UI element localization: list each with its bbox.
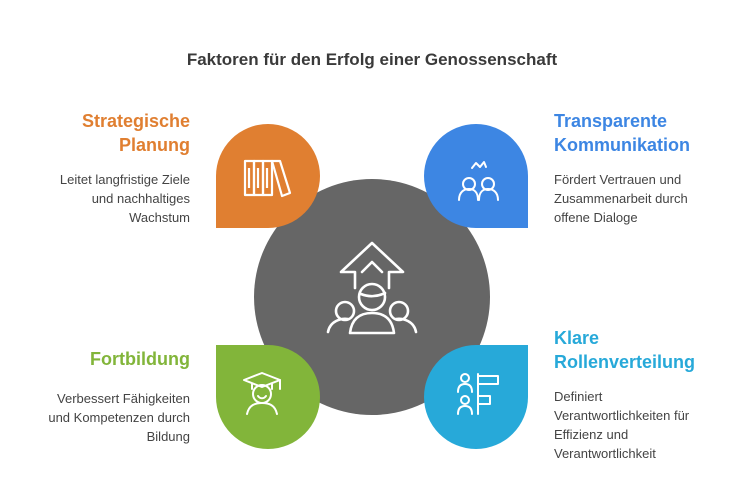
description-line: und Kompetenzen durch bbox=[48, 410, 190, 425]
heading-line: Transparente bbox=[554, 111, 668, 131]
people-communication-icon bbox=[458, 161, 499, 201]
role-assignment-icon bbox=[457, 373, 499, 415]
description-line: Verantwortlichkeit bbox=[554, 446, 656, 461]
description-line: Verbessert Fähigkeiten bbox=[57, 391, 190, 406]
group-growth-icon bbox=[326, 241, 418, 335]
description-line: Zusammenarbeit durch bbox=[554, 191, 688, 206]
diagram-title: Faktoren für den Erfolg einer Genossensc… bbox=[186, 50, 558, 69]
heading-line: Kommunikation bbox=[554, 135, 691, 155]
description-line: Leitet langfristige Ziele bbox=[59, 172, 190, 187]
factor-education: Fortbildung Verbessert Fähigkeiten und K… bbox=[0, 347, 190, 446]
roles-petal bbox=[424, 345, 528, 449]
heading-line: Rollenverteilung bbox=[554, 352, 696, 372]
heading-line: Fortbildung bbox=[90, 349, 190, 369]
education-petal bbox=[216, 345, 320, 449]
communication-petal bbox=[424, 124, 528, 228]
factor-heading: Klare Rollenverteilung bbox=[554, 326, 744, 374]
description-line: Bildung bbox=[146, 429, 190, 444]
description-line: und nachhaltiges bbox=[91, 191, 190, 206]
factor-strategic-planning: Strategische Planung Leitet langfristige… bbox=[0, 109, 190, 227]
graduate-icon bbox=[243, 372, 281, 415]
heading-line: Strategische bbox=[81, 111, 190, 131]
heading-line: Planung bbox=[119, 135, 190, 155]
factor-heading: Transparente Kommunikation bbox=[554, 109, 744, 157]
factor-transparent-communication: Transparente Kommunikation Fördert Vertr… bbox=[554, 109, 744, 227]
bookshelf-icon bbox=[243, 159, 292, 198]
factor-description: Leitet langfristige Ziele und nachhaltig… bbox=[0, 170, 190, 227]
factor-description: Fördert Vertrauen und Zusammenarbeit dur… bbox=[554, 170, 744, 227]
factor-heading: Strategische Planung bbox=[0, 109, 190, 157]
factor-description: Verbessert Fähigkeiten und Kompetenzen d… bbox=[0, 389, 190, 446]
description-line: Effizienz und bbox=[554, 427, 629, 442]
factor-clear-roles: Klare Rollenverteilung Definiert Verantw… bbox=[554, 326, 744, 463]
description-line: offene Dialoge bbox=[554, 210, 638, 225]
factor-heading: Fortbildung bbox=[0, 347, 190, 371]
description-line: Definiert bbox=[554, 389, 603, 404]
factor-description: Definiert Verantwortlichkeiten für Effiz… bbox=[554, 387, 744, 463]
description-line: Fördert Vertrauen und bbox=[554, 172, 682, 187]
description-line: Verantwortlichkeiten für bbox=[554, 408, 690, 423]
heading-line: Klare bbox=[554, 328, 600, 348]
description-line: Wachstum bbox=[129, 210, 190, 225]
